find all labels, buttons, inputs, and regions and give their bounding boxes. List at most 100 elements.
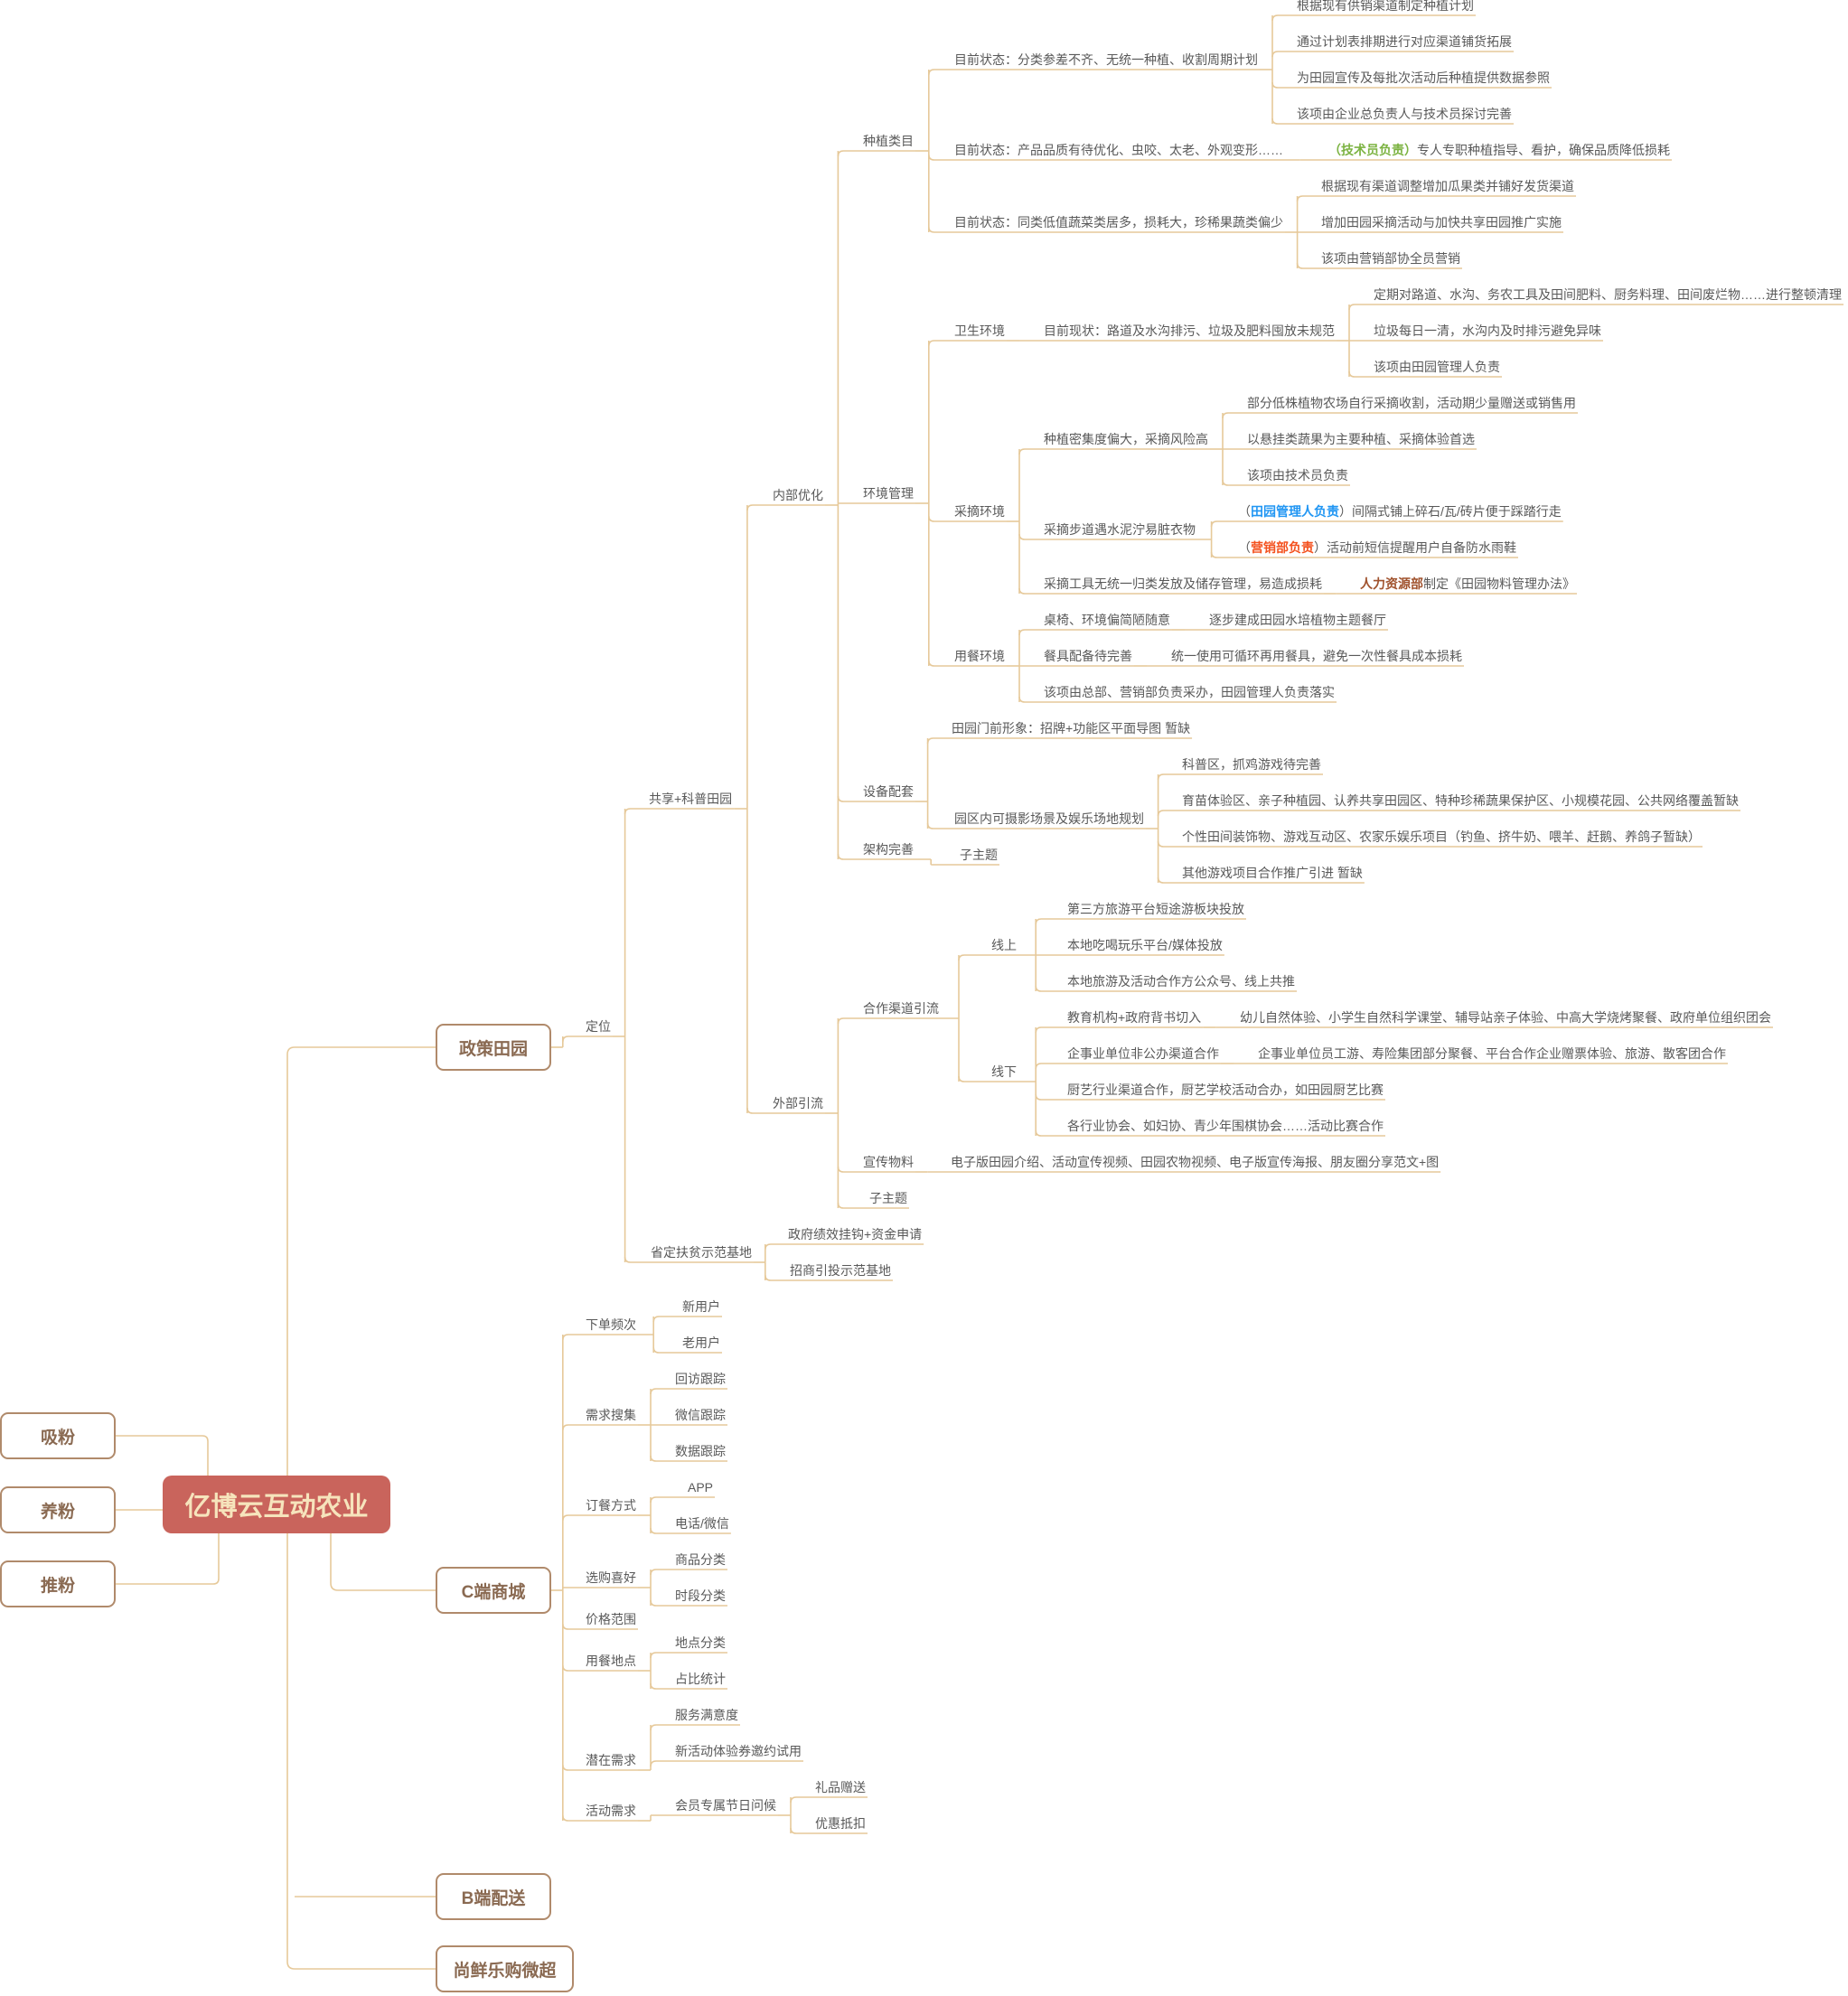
topic-jg1[interactable]: 子主题 [960, 848, 998, 862]
topic-zz3b[interactable]: 增加田园采摘活动与加快共享田园推广实施 [1321, 215, 1562, 230]
topic-sd2[interactable]: 招商引投示范基地 [790, 1263, 891, 1278]
topic-cz1[interactable]: 种植密集度偏大，采摘风险高 [1044, 432, 1208, 446]
topic-sb2a[interactable]: 科普区，抓鸡游戏待完善 [1182, 757, 1321, 772]
topic-sb[interactable]: 设备配套 [863, 784, 914, 799]
topic-c1b[interactable]: 老用户 [682, 1335, 720, 1350]
topic-c2b[interactable]: 微信跟踪 [675, 1408, 726, 1422]
topic-xx1a[interactable]: 幼儿自然体验、小学生自然科学课堂、辅导站亲子体验、中高大学烧烤聚餐、政府单位组织… [1240, 1010, 1771, 1025]
left-topic-xifen[interactable]: 吸粉 [0, 1412, 116, 1459]
topic-sb2d[interactable]: 其他游戏项目合作推广引进 暂缺 [1182, 866, 1363, 880]
main-topic-sx[interactable]: 尚鲜乐购微超 [436, 1945, 574, 1992]
topic-xx[interactable]: 线下 [991, 1064, 1017, 1079]
topic-ws[interactable]: 卫生环境 [954, 323, 1005, 338]
topic-zz[interactable]: 种植类目 [863, 134, 914, 148]
topic-ws1a[interactable]: 定期对路道、水沟、务农工具及田间肥料、厨务料理、田间废烂物……进行整顿清理 [1374, 287, 1842, 302]
topic-c7a[interactable]: 服务满意度 [675, 1708, 738, 1722]
topic-jg[interactable]: 架构完善 [863, 842, 914, 857]
topic-c1[interactable]: 下单频次 [586, 1317, 636, 1332]
topic-xs[interactable]: 线上 [991, 938, 1017, 952]
topic-c8a2[interactable]: 优惠抵扣 [815, 1816, 866, 1831]
topic-xc[interactable]: 宣传物料 [863, 1155, 914, 1169]
topic-dw[interactable]: 定位 [586, 1019, 611, 1034]
main-topic-zc[interactable]: 政策田园 [436, 1024, 551, 1071]
topic-xx3[interactable]: 厨艺行业渠道合作，厨艺学校活动合办，如田园厨艺比赛 [1067, 1082, 1384, 1097]
topic-cz3[interactable]: 采摘工具无统一归类发放及储存管理，易造成损耗 [1044, 576, 1322, 591]
topic-zz1d[interactable]: 该项由企业总负责人与技术员探讨完善 [1297, 107, 1512, 121]
topic-sb2c[interactable]: 个性田间装饰物、游戏互动区、农家乐娱乐项目（钓鱼、挤牛奶、喂羊、赶鹅、养鸽子暂缺… [1182, 829, 1701, 844]
topic-hz[interactable]: 合作渠道引流 [863, 1001, 939, 1016]
topic-c6b[interactable]: 占比统计 [675, 1672, 726, 1686]
topic-cy2a[interactable]: 统一使用可循环再用餐具，避免一次性餐具成本损耗 [1171, 649, 1462, 663]
main-topic-c[interactable]: C端商城 [436, 1567, 551, 1614]
topic-zz3[interactable]: 目前状态：同类低值蔬菜类居多，损耗大，珍稀果蔬类偏少 [954, 215, 1283, 230]
topic-c4a[interactable]: 商品分类 [675, 1552, 726, 1567]
topic-wzz[interactable]: 子主题 [869, 1191, 907, 1205]
topic-c8a1[interactable]: 礼品赠送 [815, 1780, 866, 1795]
topic-xx2a[interactable]: 企事业单位员工游、寿险集团部分聚餐、平台合作企业赠票体验、旅游、散客团合作 [1258, 1046, 1726, 1061]
topic-zz3c[interactable]: 该项由营销部协全员营销 [1321, 251, 1460, 266]
topic-zz1[interactable]: 目前状态：分类参差不齐、无统一种植、收割周期计划 [954, 52, 1258, 67]
topic-sb2b[interactable]: 育苗体验区、亲子种植园、认养共享田园区、特种珍稀蔬果保护区、小规模花园、公共网络… [1182, 793, 1739, 808]
topic-sd1[interactable]: 政府绩效挂钩+资金申请 [788, 1227, 923, 1242]
topic-sb1[interactable]: 田园门前形象：招牌+功能区平面导图 暂缺 [952, 721, 1191, 736]
left-topic-yangfen[interactable]: 养粉 [0, 1486, 116, 1533]
topic-cy[interactable]: 用餐环境 [954, 649, 1005, 663]
topic-hj[interactable]: 环境管理 [863, 486, 914, 501]
topic-c5[interactable]: 价格范围 [586, 1612, 636, 1626]
topic-gx[interactable]: 共享+科普田园 [649, 792, 733, 806]
topic-xx2[interactable]: 企事业单位非公办渠道合作 [1067, 1046, 1219, 1061]
topic-wb[interactable]: 外部引流 [773, 1096, 823, 1110]
topic-c3a[interactable]: APP [688, 1480, 714, 1495]
topic-xs1[interactable]: 第三方旅游平台短途游板块投放 [1067, 902, 1244, 916]
topic-cy2[interactable]: 餐具配备待完善 [1044, 649, 1132, 663]
topic-xx1[interactable]: 教育机构+政府背书切入 [1067, 1010, 1202, 1025]
topic-c6[interactable]: 用餐地点 [586, 1654, 636, 1668]
topic-cz1a[interactable]: 部分低株植物农场自行采摘收割，活动期少量赠送或销售用 [1247, 396, 1576, 410]
topic-c4b[interactable]: 时段分类 [675, 1588, 726, 1603]
topic-cz3a[interactable]: 人力资源部制定《田园物料管理办法》 [1360, 576, 1575, 592]
topic-c3[interactable]: 订餐方式 [586, 1498, 636, 1513]
topic-xc1[interactable]: 电子版田园介绍、活动宣传视频、田园农物视频、电子版宣传海报、朋友圈分享范文+图 [951, 1155, 1440, 1169]
topic-cy3[interactable]: 该项由总部、营销部负责采办，田园管理人负责落实 [1044, 685, 1335, 699]
topic-c8[interactable]: 活动需求 [586, 1804, 636, 1818]
topic-c7[interactable]: 潜在需求 [586, 1753, 636, 1767]
branch-sb2 [926, 822, 949, 829]
topic-cy1a[interactable]: 逐步建成田园水培植物主题餐厅 [1209, 613, 1386, 627]
topic-cz1b[interactable]: 以悬挂类蔬果为主要种植、采摘体验首选 [1247, 432, 1475, 446]
branch-cy1 [1018, 629, 1038, 636]
topic-c2c[interactable]: 数据跟踪 [675, 1444, 726, 1458]
topic-ws1[interactable]: 目前现状：路道及水沟排污、垃圾及肥料囤放未规范 [1044, 323, 1335, 338]
topic-zz1b[interactable]: 通过计划表排期进行对应渠道铺货拓展 [1297, 34, 1512, 49]
main-topic-b[interactable]: B端配送 [436, 1873, 551, 1920]
topic-ws1c[interactable]: 该项由田园管理人负责 [1374, 360, 1500, 374]
left-topic-tuifen[interactable]: 推粉 [0, 1560, 116, 1607]
topic-cz2[interactable]: 采摘步道遇水泥泞易脏衣物 [1044, 522, 1196, 537]
topic-c8a[interactable]: 会员专属节日问候 [675, 1798, 776, 1813]
central-topic[interactable]: 亿博云互动农业 [163, 1476, 390, 1533]
topic-sb2[interactable]: 园区内可摄影场景及娱乐场地规划 [954, 811, 1144, 826]
topic-cz1c[interactable]: 该项由技术员负责 [1247, 468, 1348, 483]
topic-zz1a[interactable]: 根据现有供销渠道制定种植计划 [1297, 0, 1474, 13]
topic-cz2b[interactable]: （营销部负责）活动前短信提醒用户自备防水雨鞋 [1238, 539, 1516, 556]
topic-xs2[interactable]: 本地吃喝玩乐平台/媒体投放 [1067, 938, 1223, 952]
topic-c7b[interactable]: 新活动体验券邀约试用 [675, 1744, 802, 1758]
topic-cz2b-part-0: （ [1238, 540, 1251, 555]
topic-ws1b[interactable]: 垃圾每日一清，水沟内及时排污避免异味 [1374, 323, 1601, 338]
topic-c2[interactable]: 需求搜集 [586, 1408, 636, 1422]
topic-c1a[interactable]: 新用户 [682, 1299, 720, 1314]
topic-cy1[interactable]: 桌椅、环境偏简陋随意 [1044, 613, 1170, 627]
topic-c4[interactable]: 选购喜好 [586, 1570, 636, 1585]
topic-cz2a[interactable]: （田园管理人负责）间隔式铺上碎石/瓦/砖片便于踩踏行走 [1238, 503, 1562, 520]
topic-nb[interactable]: 内部优化 [773, 488, 823, 502]
topic-zz3a[interactable]: 根据现有渠道调整增加瓜果类并铺好发货渠道 [1321, 179, 1574, 193]
topic-zz2[interactable]: 目前状态：产品品质有待优化、虫咬、太老、外观变形…… [954, 143, 1283, 157]
topic-zz1c[interactable]: 为田园宣传及每批次活动后种植提供数据参照 [1297, 70, 1550, 85]
topic-c3b[interactable]: 电话/微信 [675, 1516, 729, 1531]
topic-c2a[interactable]: 回访跟踪 [675, 1372, 726, 1386]
topic-xs3[interactable]: 本地旅游及活动合作方公众号、线上共推 [1067, 974, 1295, 989]
topic-c6a[interactable]: 地点分类 [675, 1635, 726, 1650]
topic-cz[interactable]: 采摘环境 [954, 504, 1005, 519]
topic-xx4[interactable]: 各行业协会、如妇协、青少年围棋协会……活动比赛合作 [1067, 1119, 1384, 1133]
topic-sd[interactable]: 省定扶贫示范基地 [651, 1245, 752, 1260]
topic-zz2a[interactable]: （技术员负责）专人专职种植指导、看护，确保品质降低损耗 [1328, 142, 1670, 158]
